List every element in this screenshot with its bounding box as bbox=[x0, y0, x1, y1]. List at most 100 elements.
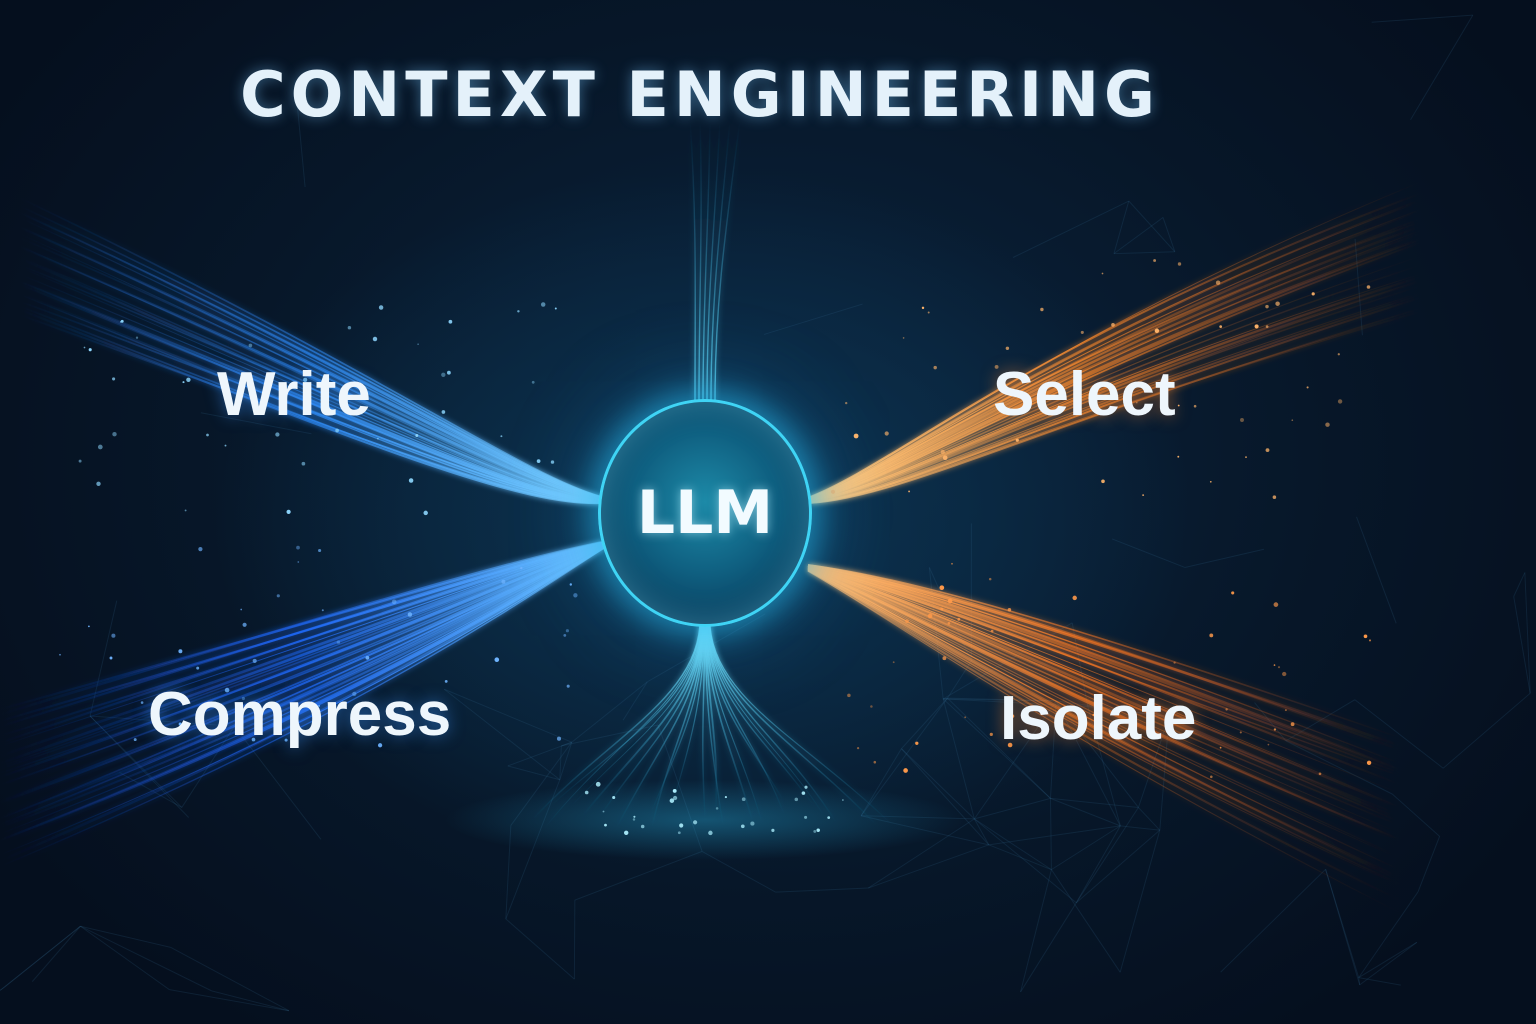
spark-orange bbox=[1135, 401, 1138, 404]
isolate-stream bbox=[807, 569, 1401, 871]
compress-stream bbox=[0, 543, 605, 779]
mesh-line bbox=[1358, 941, 1418, 979]
mesh-line bbox=[974, 818, 1077, 904]
llm-hub: LLM bbox=[598, 399, 812, 627]
spark-blue bbox=[443, 717, 447, 722]
spark-orange bbox=[1272, 495, 1277, 499]
mesh-line bbox=[928, 567, 972, 662]
mesh-line bbox=[1359, 941, 1418, 986]
spark-blue bbox=[184, 509, 187, 512]
select-stream bbox=[809, 255, 1421, 501]
mesh-line bbox=[1184, 548, 1265, 568]
mesh-line bbox=[119, 772, 183, 808]
mesh-line bbox=[901, 697, 948, 749]
spark-orange bbox=[884, 431, 889, 436]
spark-blue bbox=[550, 460, 555, 464]
spark-blue bbox=[275, 432, 280, 437]
spark-blue bbox=[83, 346, 86, 349]
write-stream bbox=[19, 237, 603, 500]
spark-orange bbox=[1275, 301, 1280, 306]
spark-orange bbox=[873, 760, 877, 764]
spark-cyan bbox=[604, 823, 607, 827]
up-stream bbox=[702, 119, 711, 401]
node-label-write: Write bbox=[217, 360, 371, 429]
spark-orange bbox=[1080, 330, 1084, 334]
mesh-line bbox=[1285, 740, 1393, 795]
up-stream bbox=[714, 119, 741, 401]
spark-orange bbox=[988, 577, 992, 581]
up-stream bbox=[698, 119, 702, 401]
isolate-stream bbox=[807, 567, 1401, 816]
diagram-title: CONTEXT ENGINEERING bbox=[240, 58, 1160, 131]
root-stream bbox=[582, 624, 703, 816]
mesh-line bbox=[31, 925, 81, 982]
up-stream bbox=[706, 119, 721, 401]
spark-orange bbox=[1273, 602, 1279, 607]
spark-blue bbox=[501, 579, 506, 584]
mesh-line bbox=[505, 918, 575, 980]
select-stream bbox=[809, 285, 1421, 503]
mesh-line bbox=[1051, 825, 1121, 871]
spark-orange bbox=[940, 607, 944, 611]
spark-blue bbox=[318, 548, 322, 553]
spark-orange bbox=[1240, 418, 1244, 422]
mesh-line bbox=[988, 844, 1052, 871]
spark-blue bbox=[284, 738, 288, 742]
mesh-line bbox=[559, 745, 562, 780]
spark-blue bbox=[140, 701, 144, 704]
mesh-line bbox=[1113, 200, 1130, 254]
isolate-stream bbox=[807, 568, 1401, 840]
spark-blue bbox=[494, 657, 500, 663]
spark-blue bbox=[391, 599, 397, 605]
spark-blue bbox=[441, 410, 446, 414]
write-stream bbox=[19, 217, 603, 499]
spark-blue bbox=[97, 444, 103, 450]
spark-orange bbox=[942, 455, 948, 461]
spark-cyan bbox=[740, 824, 745, 829]
spark-orange bbox=[990, 629, 994, 633]
mesh-line bbox=[233, 725, 322, 840]
spark-orange bbox=[1265, 325, 1269, 328]
mesh-line bbox=[943, 697, 948, 700]
mesh-line bbox=[1371, 14, 1473, 23]
mesh-line bbox=[867, 818, 975, 889]
compress-stream bbox=[0, 543, 605, 768]
spark-orange bbox=[1291, 419, 1294, 422]
spark-orange bbox=[940, 449, 945, 454]
spark-cyan bbox=[715, 807, 719, 810]
spark-blue bbox=[242, 622, 247, 627]
spark-orange bbox=[1267, 743, 1270, 746]
spark-cyan bbox=[842, 799, 844, 801]
spark-orange bbox=[1284, 709, 1287, 712]
mesh-line bbox=[1055, 700, 1121, 827]
spark-orange bbox=[1210, 775, 1213, 779]
mesh-line bbox=[1392, 793, 1440, 837]
spark-orange bbox=[847, 693, 851, 698]
write-stream bbox=[19, 292, 603, 504]
select-stream bbox=[809, 279, 1421, 503]
root-stream bbox=[706, 624, 763, 824]
spark-orange bbox=[1072, 595, 1077, 601]
mesh-line bbox=[942, 698, 1051, 799]
root-stream bbox=[671, 624, 705, 805]
mesh-line bbox=[559, 742, 573, 780]
spark-orange bbox=[1254, 324, 1259, 329]
spark-blue bbox=[252, 658, 257, 663]
spark-blue bbox=[120, 319, 124, 323]
spark-blue bbox=[441, 372, 446, 377]
isolate-stream bbox=[807, 569, 1401, 902]
spark-orange bbox=[927, 613, 933, 619]
mesh-line bbox=[1050, 797, 1139, 808]
mesh-line bbox=[1137, 716, 1170, 808]
mesh-line bbox=[294, 80, 306, 188]
spark-orange bbox=[1363, 634, 1368, 639]
spark-orange bbox=[1101, 272, 1104, 275]
spark-orange bbox=[903, 768, 908, 773]
spark-orange bbox=[908, 490, 911, 493]
spark-blue bbox=[347, 325, 352, 330]
root-stream bbox=[708, 624, 837, 824]
mesh-line bbox=[443, 688, 561, 781]
mesh-line bbox=[1075, 829, 1161, 904]
root-stream bbox=[531, 624, 701, 821]
spark-cyan bbox=[633, 815, 636, 818]
